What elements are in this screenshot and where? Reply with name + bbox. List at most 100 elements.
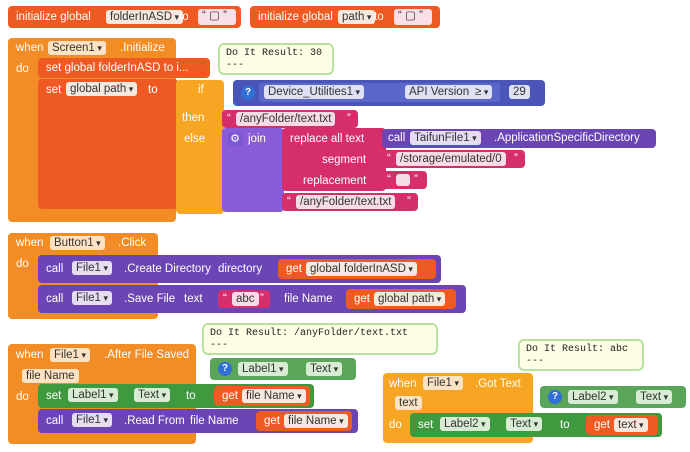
do-label: do: [16, 63, 29, 75]
read-from-call[interactable]: call File1 .Read From file Name get file…: [38, 409, 358, 433]
button1-component-dropdown[interactable]: Button1: [50, 236, 105, 250]
if-then-else-block[interactable]: if then else: [176, 80, 224, 214]
set-label2-text-block[interactable]: set Label2 Text to get text: [410, 413, 662, 437]
get-file-name[interactable]: get file Name: [214, 386, 310, 406]
text-property-dropdown[interactable]: Text: [506, 417, 543, 431]
get-var-dropdown[interactable]: text: [614, 418, 648, 432]
set-var-dropdown[interactable]: global path: [66, 82, 138, 96]
do-it-separator: ---: [226, 60, 245, 71]
quote-icon: “: [227, 113, 231, 125]
replacement-empty-text[interactable]: “ ”: [382, 171, 427, 189]
then-text-block[interactable]: “ /anyFolder/text.txt ”: [222, 110, 358, 128]
init-global-path-block[interactable]: initialize global path to “ ▢ ”: [250, 6, 440, 28]
if-label: if: [198, 84, 204, 96]
segment-text-value[interactable]: /storage/emulated/0: [396, 152, 506, 166]
quote-icon: “: [387, 153, 391, 165]
global-name-folderInASD[interactable]: folderInASD: [106, 10, 184, 24]
get-file-name[interactable]: get file Name: [256, 411, 352, 431]
label2-text-probe[interactable]: ? Label2 Text: [540, 386, 686, 408]
after-file-saved-event-label: .After File Saved: [104, 349, 190, 361]
do-it-separator: ---: [526, 356, 545, 367]
file1-component-dropdown[interactable]: File1: [423, 376, 463, 390]
create-directory-call[interactable]: call File1 .Create Directory directory g…: [38, 255, 441, 283]
text-property-dropdown[interactable]: Text: [306, 362, 343, 376]
replacement-text-value[interactable]: [396, 174, 410, 186]
get-label: get: [222, 390, 238, 402]
get-label: get: [594, 419, 610, 431]
set-folderInASD-label: set global folderInASD to i...: [46, 62, 189, 74]
quote-icon: ”: [514, 153, 518, 165]
device-utilities-component[interactable]: Device_Utilities1: [264, 85, 365, 99]
empty-text-value[interactable]: “ ▢ ”: [394, 9, 432, 25]
get-var-dropdown[interactable]: file Name: [242, 389, 306, 403]
api-version-property[interactable]: API Version: [405, 85, 481, 99]
set-label1-text-block[interactable]: set Label1 Text to get file Name: [38, 384, 314, 408]
label1-component-dropdown[interactable]: Label1: [68, 388, 118, 402]
get-var-dropdown[interactable]: file Name: [284, 414, 348, 428]
get-text[interactable]: get text: [586, 415, 658, 435]
text-property-dropdown[interactable]: Text: [636, 390, 673, 404]
app-specific-dir-method: .ApplicationSpecificDirectory: [494, 132, 640, 144]
api-version-compare-block[interactable]: ? Device_Utilities1 API Version ≥ 29: [233, 80, 545, 106]
set-global-path-block[interactable]: set global path to: [38, 79, 178, 209]
file-name-label: file Name: [190, 415, 239, 427]
set-label: set: [418, 419, 434, 431]
help-icon[interactable]: ?: [548, 390, 562, 404]
replace-all-text-label: replace all text: [290, 133, 365, 145]
save-file-call[interactable]: call File1 .Save File text “ abc ” file …: [38, 285, 466, 313]
screen1-component-dropdown[interactable]: Screen1: [48, 41, 106, 55]
set-label: set: [46, 390, 62, 402]
file1-component-dropdown[interactable]: File1: [50, 348, 90, 362]
file-name-param[interactable]: file Name: [22, 369, 79, 383]
file1-component-dropdown[interactable]: File1: [72, 413, 112, 427]
replacement-label: replacement: [303, 175, 367, 187]
text-label: text: [184, 293, 203, 305]
get-var-dropdown[interactable]: global folderInASD: [306, 262, 417, 276]
get-global-path[interactable]: get global path: [346, 289, 456, 309]
do-label: do: [16, 258, 29, 270]
then-text-value[interactable]: /anyFolder/text.txt: [236, 112, 336, 126]
get-global-folderInASD[interactable]: get global folderInASD: [278, 259, 436, 279]
join-block[interactable]: ⚙ join: [222, 128, 284, 212]
tail-text-value[interactable]: /anyFolder/text.txt: [296, 195, 396, 209]
device-utilities-getter[interactable]: Device_Utilities1 API Version: [259, 83, 500, 102]
abc-text-value[interactable]: abc: [232, 292, 259, 306]
init-global-folderInASD-block[interactable]: initialize global folderInASD to “ ▢ ”: [8, 6, 241, 28]
gear-icon[interactable]: ⚙: [228, 132, 242, 146]
to-label: to: [186, 390, 196, 402]
text-property-dropdown[interactable]: Text: [134, 388, 171, 402]
when-label: when: [16, 42, 44, 54]
init-global-label: initialize global: [16, 11, 91, 23]
api-number-29[interactable]: 29: [509, 85, 530, 99]
empty-text-value[interactable]: “ ▢ ”: [198, 9, 236, 25]
then-label: then: [182, 112, 205, 124]
label1-component-dropdown[interactable]: Label1: [238, 362, 288, 376]
label1-text-probe[interactable]: ? Label1 Text: [210, 358, 356, 380]
quote-icon: “: [287, 196, 291, 208]
text-param[interactable]: text: [395, 396, 422, 410]
do-it-result-text: Do It Result: 30: [226, 48, 323, 59]
label2-component-dropdown[interactable]: Label2: [568, 390, 618, 404]
get-var-dropdown[interactable]: global path: [374, 292, 446, 306]
gte-operator-dropdown[interactable]: ≥: [471, 85, 493, 99]
tail-text-block[interactable]: “ /anyFolder/text.txt ”: [282, 193, 418, 211]
call-label: call: [46, 415, 64, 427]
abc-text-block[interactable]: “ abc ”: [218, 290, 270, 308]
segment-text-block[interactable]: “ /storage/emulated/0 ”: [382, 150, 525, 168]
help-icon[interactable]: ?: [241, 86, 255, 100]
label2-component-dropdown[interactable]: Label2: [440, 417, 490, 431]
got-text-event-label: .Got Text: [475, 378, 521, 390]
directory-label: directory: [218, 263, 263, 275]
file1-component-dropdown[interactable]: File1: [72, 291, 112, 305]
do-it-result-bubble-label2: Do It Result: abc ---: [518, 339, 644, 371]
set-global-folderInASD-collapsed[interactable]: set global folderInASD to i...: [38, 58, 210, 78]
quote-icon: ”: [347, 113, 351, 125]
help-icon[interactable]: ?: [218, 362, 232, 376]
to-label: to: [179, 11, 189, 23]
taifun-component-dropdown[interactable]: TaifunFile1: [410, 131, 481, 145]
file1-component-dropdown[interactable]: File1: [72, 261, 112, 275]
replace-all-text-block[interactable]: replace all text segment replacement: [282, 128, 386, 191]
taifun-app-specific-dir-call[interactable]: call TaifunFile1 .ApplicationSpecificDir…: [382, 129, 656, 148]
global-name-path[interactable]: path: [338, 10, 376, 24]
do-it-result-text: Do It Result: abc: [526, 344, 629, 355]
